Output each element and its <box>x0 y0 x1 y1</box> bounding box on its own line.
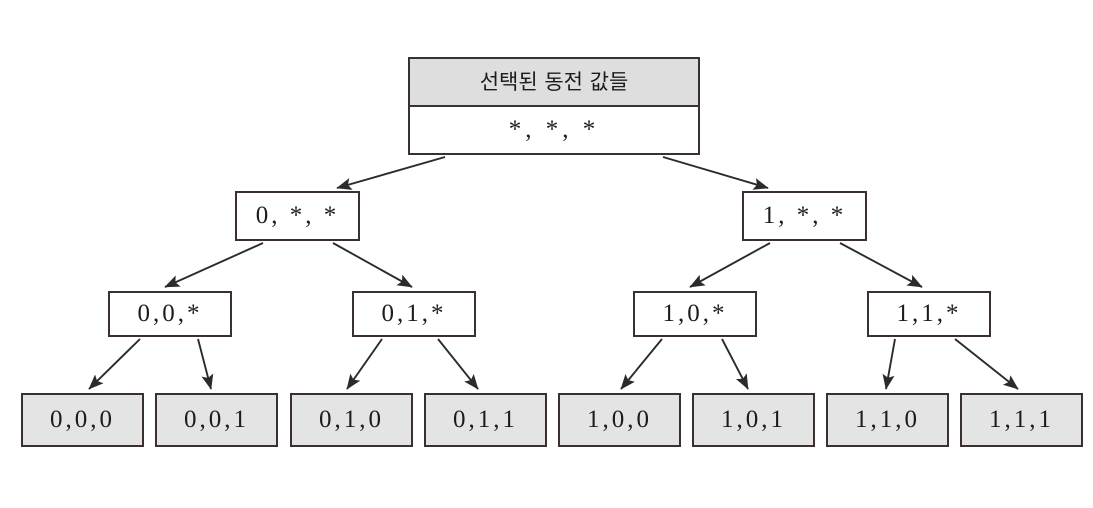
node-leaf-7[interactable]: 1,1,1 <box>960 393 1083 447</box>
node-leaf-2[interactable]: 0,1,0 <box>290 393 413 447</box>
node-leaf-4-label: 1,0,0 <box>587 406 652 433</box>
root-header-label: 선택된 동전 값들 <box>410 59 698 107</box>
edge-00-to-000 <box>88 338 141 390</box>
node-leaf-1-label: 0,0,1 <box>184 406 249 433</box>
node-leaf-0-label: 0,0,0 <box>50 406 115 433</box>
edge-01-to-011 <box>437 338 479 390</box>
edge-root-to-1 <box>662 156 769 190</box>
node-level3-0-label: 0,0,* <box>137 300 203 327</box>
node-level2-0[interactable]: 0, *, * <box>235 191 360 241</box>
node-level3-0[interactable]: 0,0,* <box>108 291 232 337</box>
edge-0-to-01 <box>332 242 413 288</box>
edge-01-to-010 <box>346 338 383 390</box>
root-value-label: *, *, * <box>410 107 698 153</box>
edge-10-to-100 <box>620 338 663 390</box>
node-level3-2-label: 1,0,* <box>662 300 728 327</box>
node-level3-1-label: 0,1,* <box>381 300 447 327</box>
edge-11-to-111 <box>954 338 1019 390</box>
node-leaf-3-label: 0,1,1 <box>453 406 518 433</box>
edge-10-to-101 <box>721 338 749 390</box>
edge-11-to-110 <box>882 338 896 390</box>
node-leaf-5[interactable]: 1,0,1 <box>692 393 815 447</box>
node-level3-1[interactable]: 0,1,* <box>352 291 476 337</box>
node-leaf-3[interactable]: 0,1,1 <box>424 393 547 447</box>
node-leaf-2-label: 0,1,0 <box>319 406 384 433</box>
edge-1-to-11 <box>839 242 923 288</box>
node-level2-1-label: 1, *, * <box>762 202 847 229</box>
node-level2-1[interactable]: 1, *, * <box>742 191 867 241</box>
edge-0-to-00 <box>164 242 264 288</box>
node-leaf-4[interactable]: 1,0,0 <box>558 393 681 447</box>
node-level3-3[interactable]: 1,1,* <box>867 291 991 337</box>
node-root[interactable]: 선택된 동전 값들 *, *, * <box>408 57 700 155</box>
node-leaf-6-label: 1,1,0 <box>855 406 920 433</box>
edge-1-to-10 <box>689 242 771 288</box>
edge-00-to-001 <box>197 338 214 390</box>
node-leaf-7-label: 1,1,1 <box>989 406 1054 433</box>
node-leaf-6[interactable]: 1,1,0 <box>826 393 949 447</box>
node-level2-0-label: 0, *, * <box>255 202 340 229</box>
node-level3-2[interactable]: 1,0,* <box>633 291 757 337</box>
node-leaf-5-label: 1,0,1 <box>721 406 786 433</box>
node-leaf-1[interactable]: 0,0,1 <box>155 393 278 447</box>
node-level3-3-label: 1,1,* <box>896 300 962 327</box>
node-leaf-0[interactable]: 0,0,0 <box>21 393 144 447</box>
edge-root-to-0 <box>336 156 446 190</box>
